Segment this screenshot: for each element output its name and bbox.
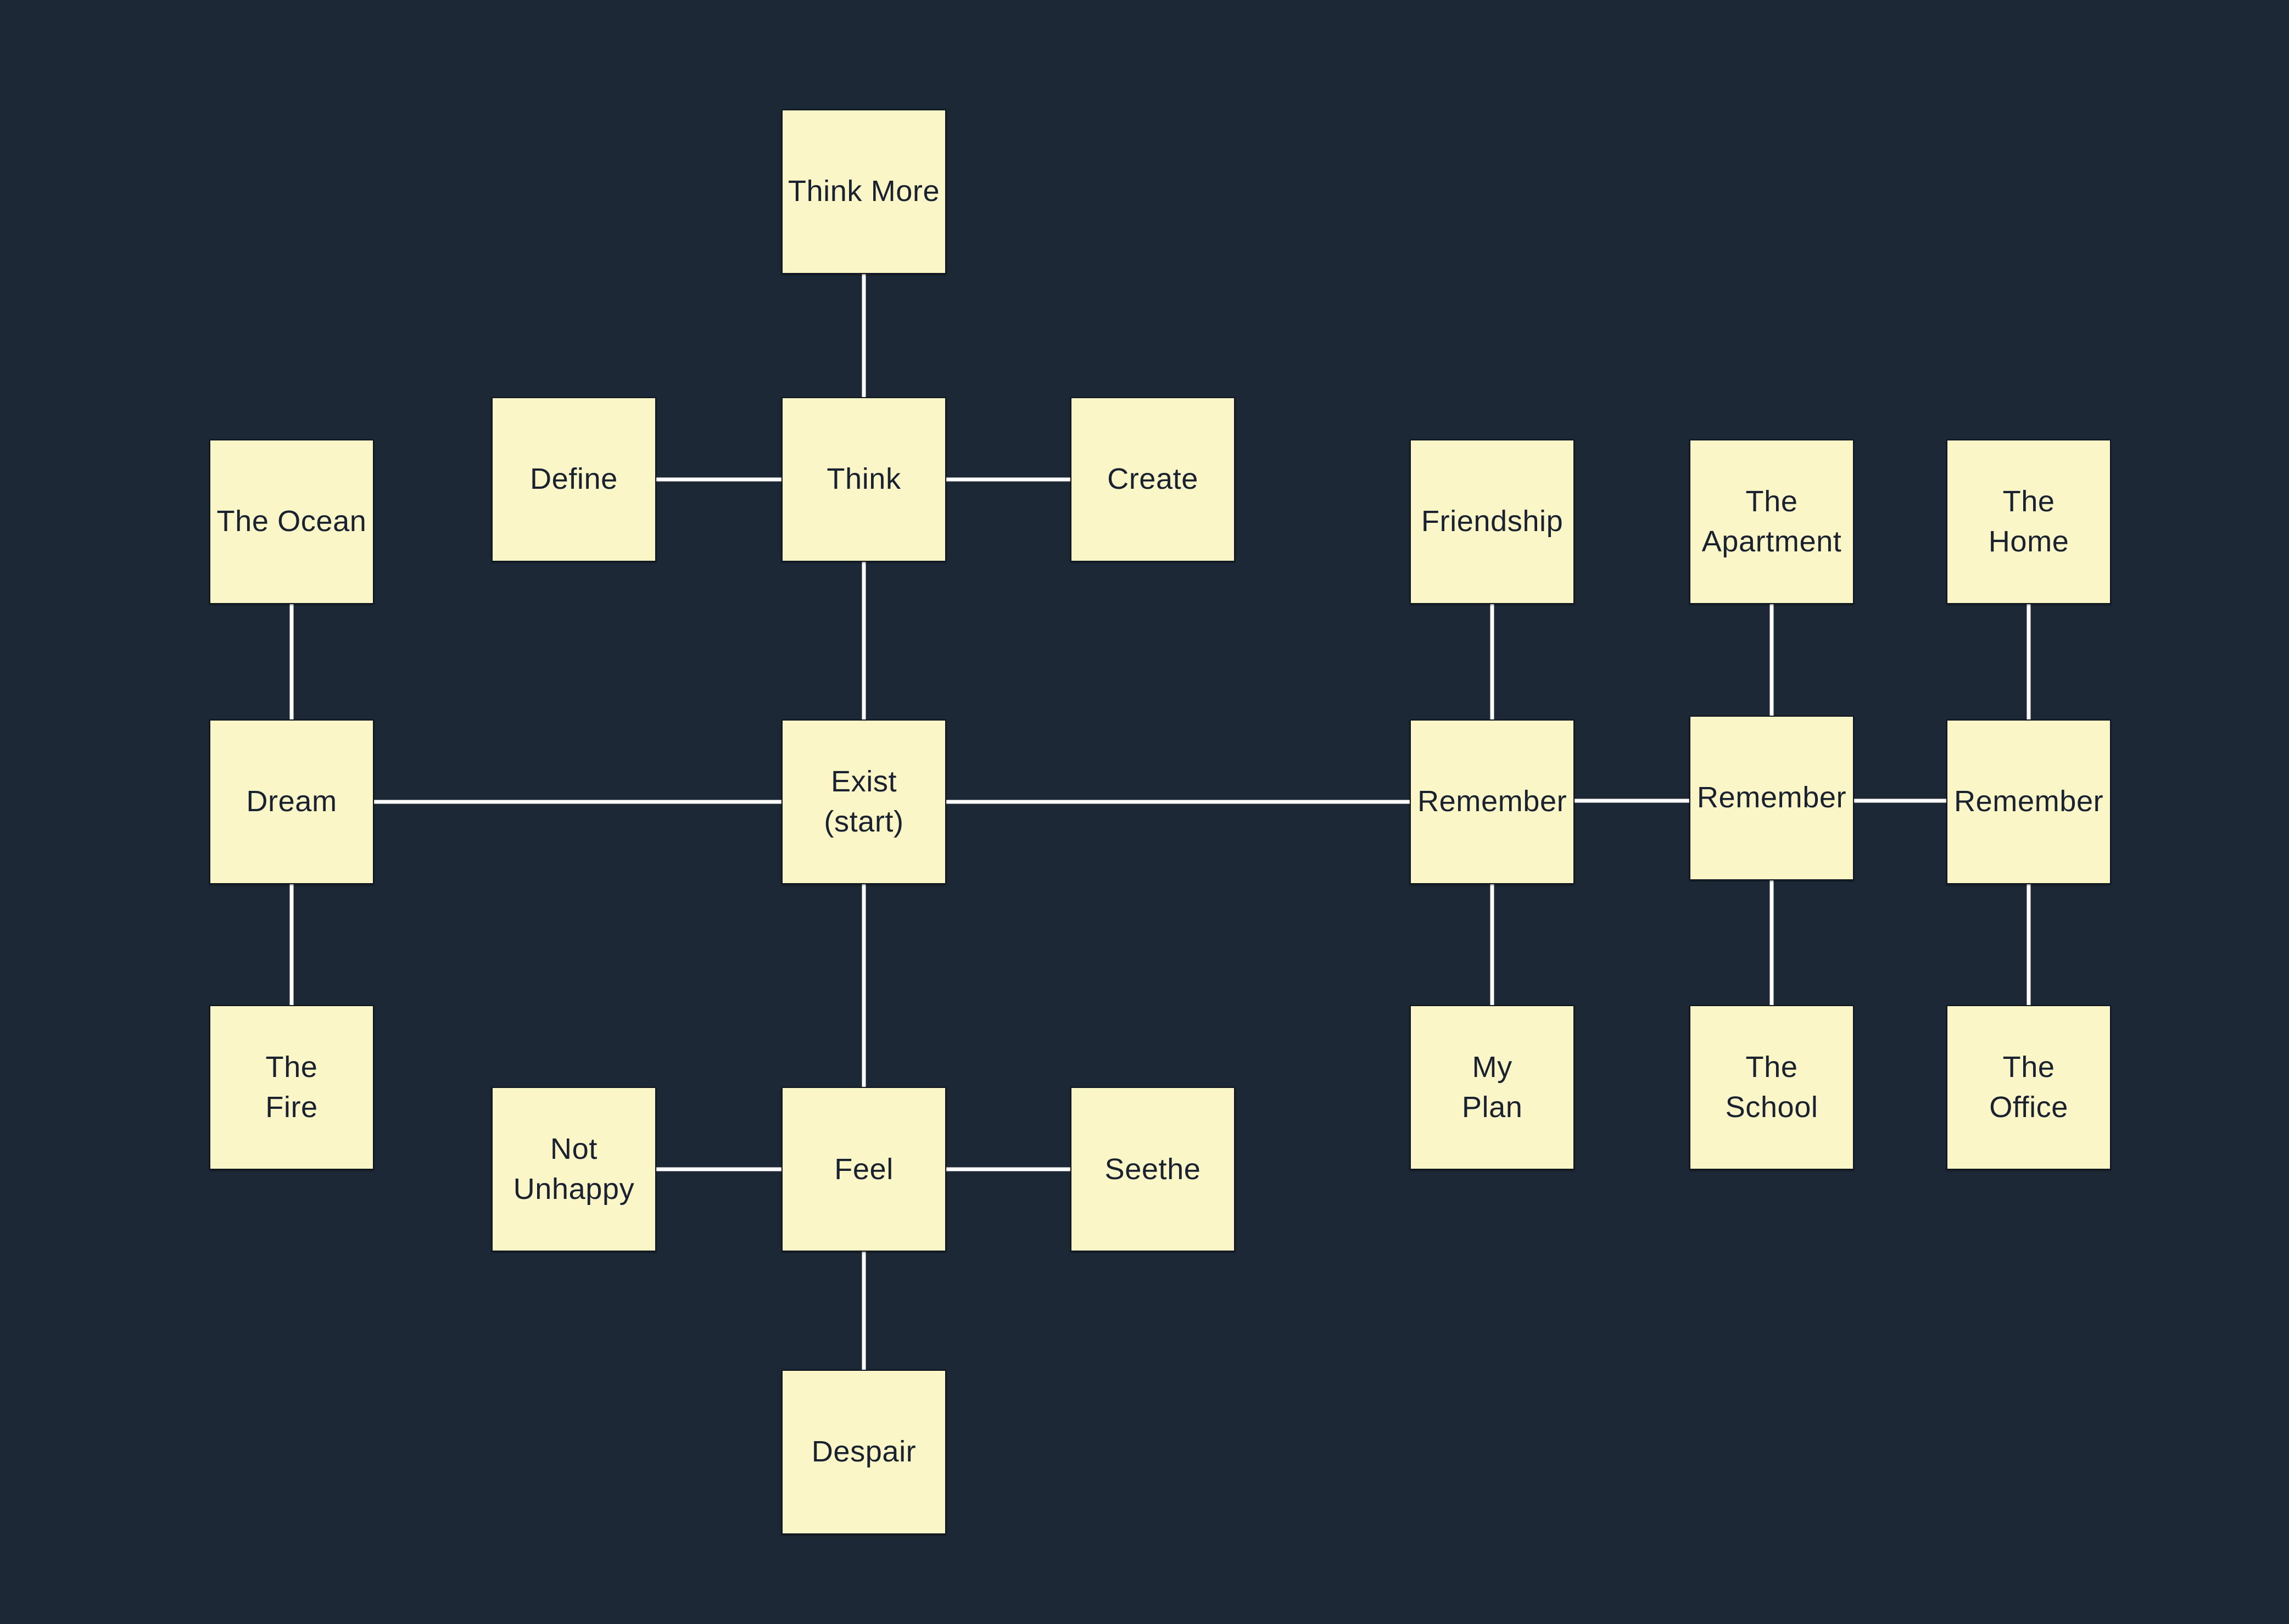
node-the-office[interactable]: The Office	[1946, 1005, 2112, 1170]
node-feel[interactable]: Feel	[781, 1087, 947, 1252]
node-create[interactable]: Create	[1070, 397, 1236, 562]
node-define[interactable]: Define	[491, 397, 656, 562]
node-not-unhappy[interactable]: Not Unhappy	[491, 1087, 656, 1252]
node-friendship[interactable]: Friendship	[1410, 439, 1575, 604]
node-think-more[interactable]: Think More	[781, 109, 947, 275]
node-remember-3[interactable]: Remember	[1946, 719, 2112, 885]
node-the-apartment[interactable]: The Apartment	[1689, 439, 1855, 604]
node-the-home[interactable]: The Home	[1946, 439, 2112, 604]
node-remember-2[interactable]: Remember	[1689, 715, 1855, 880]
node-the-fire[interactable]: The Fire	[209, 1005, 375, 1170]
node-exist[interactable]: Exist (start)	[781, 719, 947, 885]
node-the-ocean[interactable]: The Ocean	[209, 439, 375, 604]
node-dream[interactable]: Dream	[209, 719, 375, 885]
node-the-school[interactable]: The School	[1689, 1005, 1855, 1170]
node-my-plan[interactable]: My Plan	[1410, 1005, 1575, 1170]
node-remember-1[interactable]: Remember	[1410, 719, 1575, 885]
node-think[interactable]: Think	[781, 397, 947, 562]
node-seethe[interactable]: Seethe	[1070, 1087, 1236, 1252]
node-despair[interactable]: Despair	[781, 1369, 947, 1535]
